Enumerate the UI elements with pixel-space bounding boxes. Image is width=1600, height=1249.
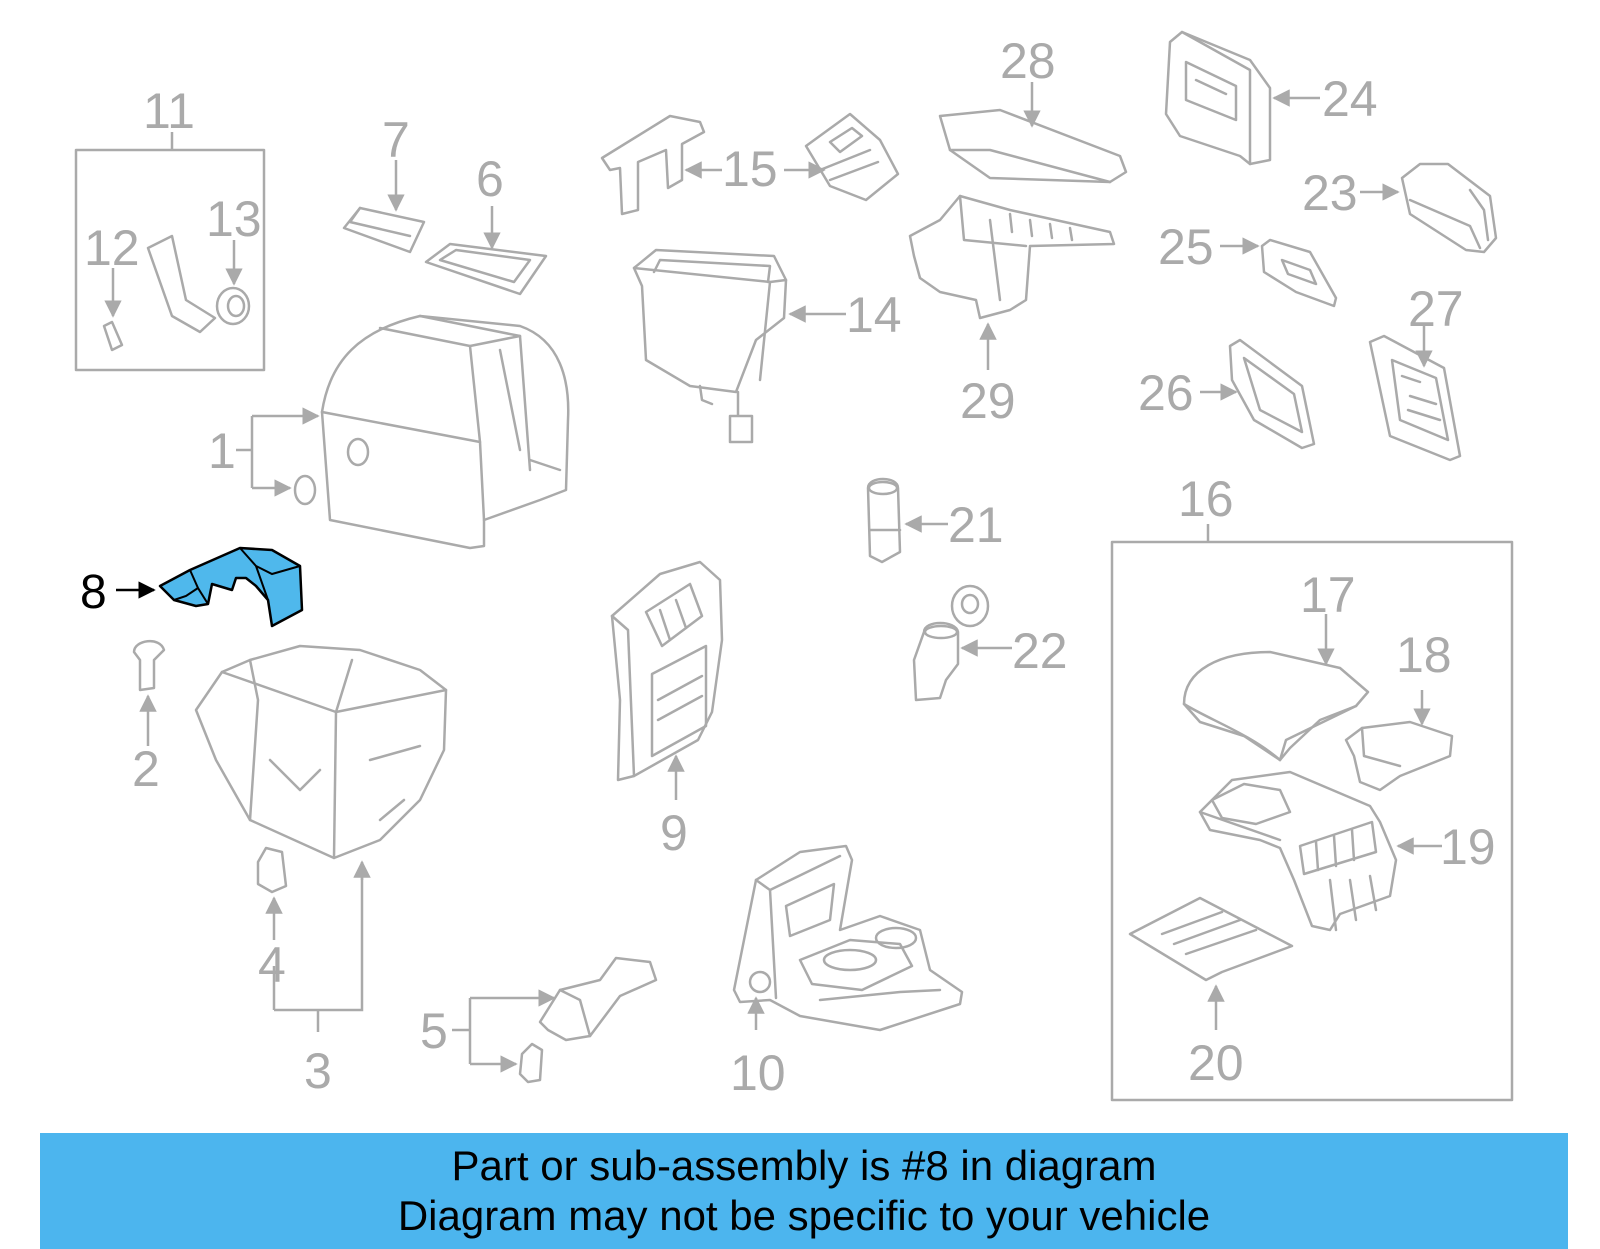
part-1: 1 bbox=[208, 314, 570, 550]
part-bracket-11 bbox=[146, 234, 217, 334]
callout-26: 26 bbox=[1138, 365, 1194, 421]
part-21: 21 bbox=[866, 477, 1004, 564]
part-22: 22 bbox=[912, 584, 1068, 702]
callout-11: 11 bbox=[143, 83, 195, 139]
part-26: 26 bbox=[1138, 338, 1316, 450]
part-13: 13 bbox=[206, 191, 262, 326]
callout-6: 6 bbox=[476, 151, 504, 207]
callout-9: 9 bbox=[660, 805, 688, 861]
callout-13: 13 bbox=[206, 191, 262, 247]
part-9: 9 bbox=[610, 560, 724, 861]
part-17: 17 bbox=[1182, 567, 1370, 762]
part-19: 19 bbox=[1198, 770, 1496, 932]
callout-27: 27 bbox=[1408, 281, 1464, 337]
callout-8: 8 bbox=[80, 566, 107, 619]
part-4: 4 bbox=[256, 846, 288, 993]
part-14: 14 bbox=[632, 248, 902, 444]
callout-7: 7 bbox=[382, 112, 410, 168]
callout-4: 4 bbox=[258, 937, 286, 993]
callout-14: 14 bbox=[846, 287, 902, 343]
caption-line-2: Diagram may not be specific to your vehi… bbox=[397, 1192, 1211, 1239]
callout-28: 28 bbox=[1000, 33, 1056, 89]
callout-25: 25 bbox=[1158, 219, 1214, 275]
callout-10: 10 bbox=[730, 1045, 786, 1101]
callout-16: 16 bbox=[1178, 471, 1234, 527]
callout-12: 12 bbox=[84, 220, 140, 276]
part-24: 24 bbox=[1164, 30, 1378, 166]
callout-23: 23 bbox=[1302, 165, 1358, 221]
part-3: 3 bbox=[194, 644, 448, 1099]
part-15: 15 bbox=[600, 112, 900, 216]
part-25: 25 bbox=[1158, 219, 1338, 308]
callout-29: 29 bbox=[960, 373, 1016, 429]
part-7: 7 bbox=[342, 112, 426, 254]
caption-line-1: Part or sub-assembly is #8 in diagram bbox=[451, 1142, 1157, 1189]
part-8-highlighted[interactable]: 8 bbox=[80, 546, 304, 628]
part-27: 27 bbox=[1368, 281, 1464, 462]
part-28: 28 bbox=[938, 33, 1128, 184]
part-10: 10 bbox=[730, 844, 964, 1101]
callout-19: 19 bbox=[1440, 819, 1496, 875]
callout-20: 20 bbox=[1188, 1035, 1244, 1091]
part-29: 29 bbox=[908, 194, 1116, 429]
group-box-16: 16 bbox=[1110, 471, 1514, 1102]
part-23: 23 bbox=[1302, 162, 1498, 254]
callout-3: 3 bbox=[304, 1043, 332, 1099]
callout-24: 24 bbox=[1322, 71, 1378, 127]
callout-21: 21 bbox=[948, 497, 1004, 553]
part-2: 2 bbox=[132, 640, 166, 797]
group-box-11: 11 bbox=[74, 83, 266, 372]
callout-18: 18 bbox=[1396, 627, 1452, 683]
callout-5: 5 bbox=[420, 1003, 448, 1059]
part-20: 20 bbox=[1128, 896, 1294, 1091]
callout-15: 15 bbox=[722, 141, 778, 197]
part-12: 12 bbox=[84, 220, 140, 352]
part-18: 18 bbox=[1344, 627, 1454, 792]
caption-banner: Part or sub-assembly is #8 in diagram Di… bbox=[40, 1133, 1568, 1249]
callout-17: 17 bbox=[1300, 567, 1356, 623]
part-5: 5 bbox=[420, 956, 658, 1084]
part-6: 6 bbox=[424, 151, 548, 296]
callout-22: 22 bbox=[1012, 623, 1068, 679]
callout-1: 1 bbox=[208, 423, 236, 479]
callout-2: 2 bbox=[132, 741, 160, 797]
